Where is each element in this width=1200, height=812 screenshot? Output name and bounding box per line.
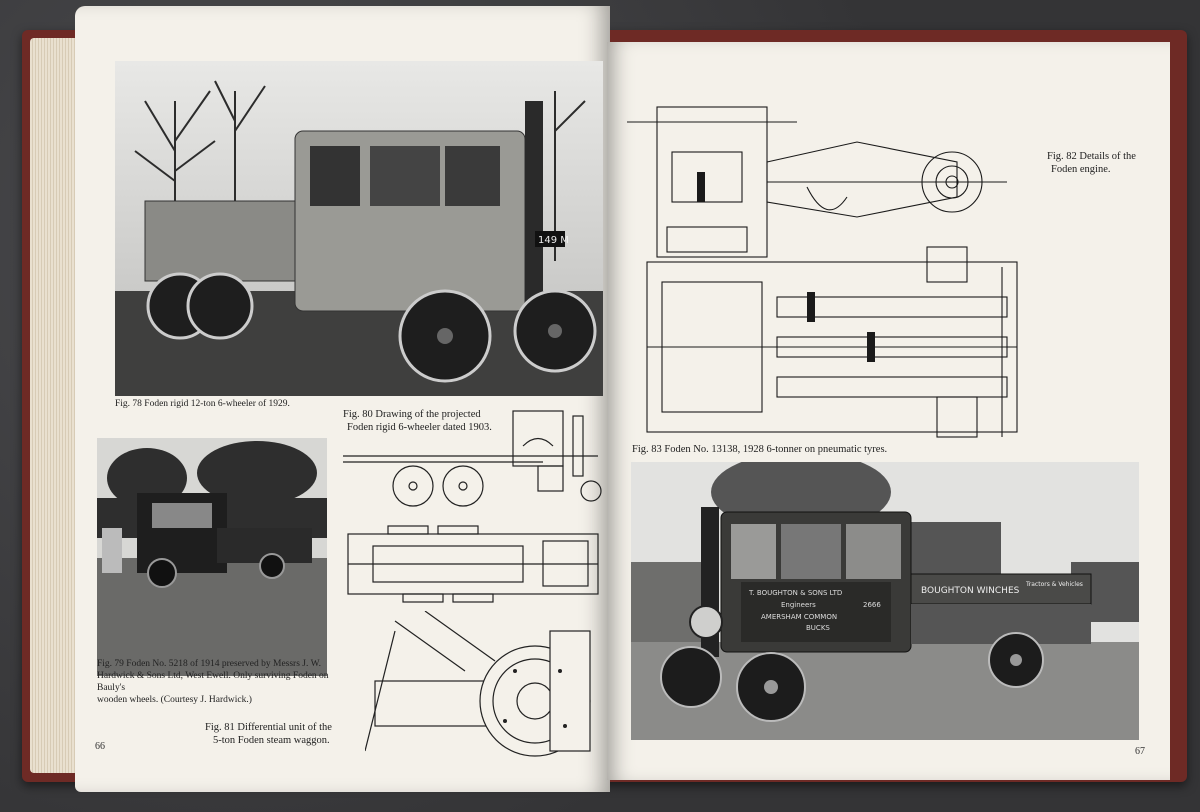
fig80-drawing	[343, 406, 608, 621]
fig82-caption: Fig. 82 Details of the Foden engine.	[1047, 150, 1136, 176]
cab-line4: BUCKS	[806, 624, 830, 632]
fig79-caption: Fig. 79 Foden No. 5218 of 1914 preserved…	[97, 658, 357, 706]
signboard-text2: Tractors & Vehicles	[1025, 581, 1083, 588]
signboard-text: BOUGHTON WINCHES	[921, 586, 1020, 596]
fig83-photo: T. BOUGHTON & SONS LTD Engineers AMERSHA…	[631, 462, 1139, 740]
fig81-drawing	[365, 611, 600, 761]
fig79-line1: Fig. 79 Foden No. 5218 of 1914 preserved…	[97, 659, 322, 669]
cab-line3: AMERSHAM COMMON	[761, 613, 837, 621]
fig78-caption: Fig. 78 Foden rigid 12-ton 6-wheeler of …	[115, 399, 290, 409]
fig82-line1: Fig. 82 Details of the	[1047, 151, 1136, 162]
right-page: Fig. 82 Details of the Foden engine. Fig…	[607, 42, 1170, 780]
truck-plate: 149 M	[538, 235, 569, 246]
cab-line1: T. BOUGHTON & SONS LTD	[748, 589, 842, 597]
fig80-caption: Fig. 80 Drawing of the projected Foden r…	[343, 408, 492, 434]
fig82-drawing	[627, 92, 1027, 442]
cab-line2: Engineers	[781, 601, 816, 609]
fig79-line3: wooden wheels. (Courtesy J. Hardwick.)	[97, 695, 252, 705]
fig81-line2: 5-ton Foden steam waggon.	[213, 735, 330, 746]
fig81-caption-block: Fig. 81 Differential unit of the 5-ton F…	[205, 721, 332, 747]
fig79-line2: Hardwick & Sons Ltd, West Ewell. Only su…	[97, 671, 329, 693]
left-page: 149 M Fig. 78 Foden rigid 12-ton 6-wheel…	[75, 6, 610, 792]
fig80-line1: Fig. 80 Drawing of the projected	[343, 409, 481, 420]
fig83-caption: Fig. 83 Foden No. 13138, 1928 6-tonner o…	[632, 444, 888, 455]
fig80-line2: Foden rigid 6-wheeler dated 1903.	[347, 422, 492, 433]
right-page-number: 67	[1135, 746, 1145, 757]
fig78-photo: 149 M	[115, 61, 603, 396]
left-page-number: 66	[95, 741, 105, 752]
cab-number: 2666	[863, 601, 881, 609]
fig79-photo	[97, 438, 327, 676]
fig81-line1: Fig. 81 Differential unit of the	[205, 722, 332, 733]
fig82-line2: Foden engine.	[1051, 164, 1111, 175]
